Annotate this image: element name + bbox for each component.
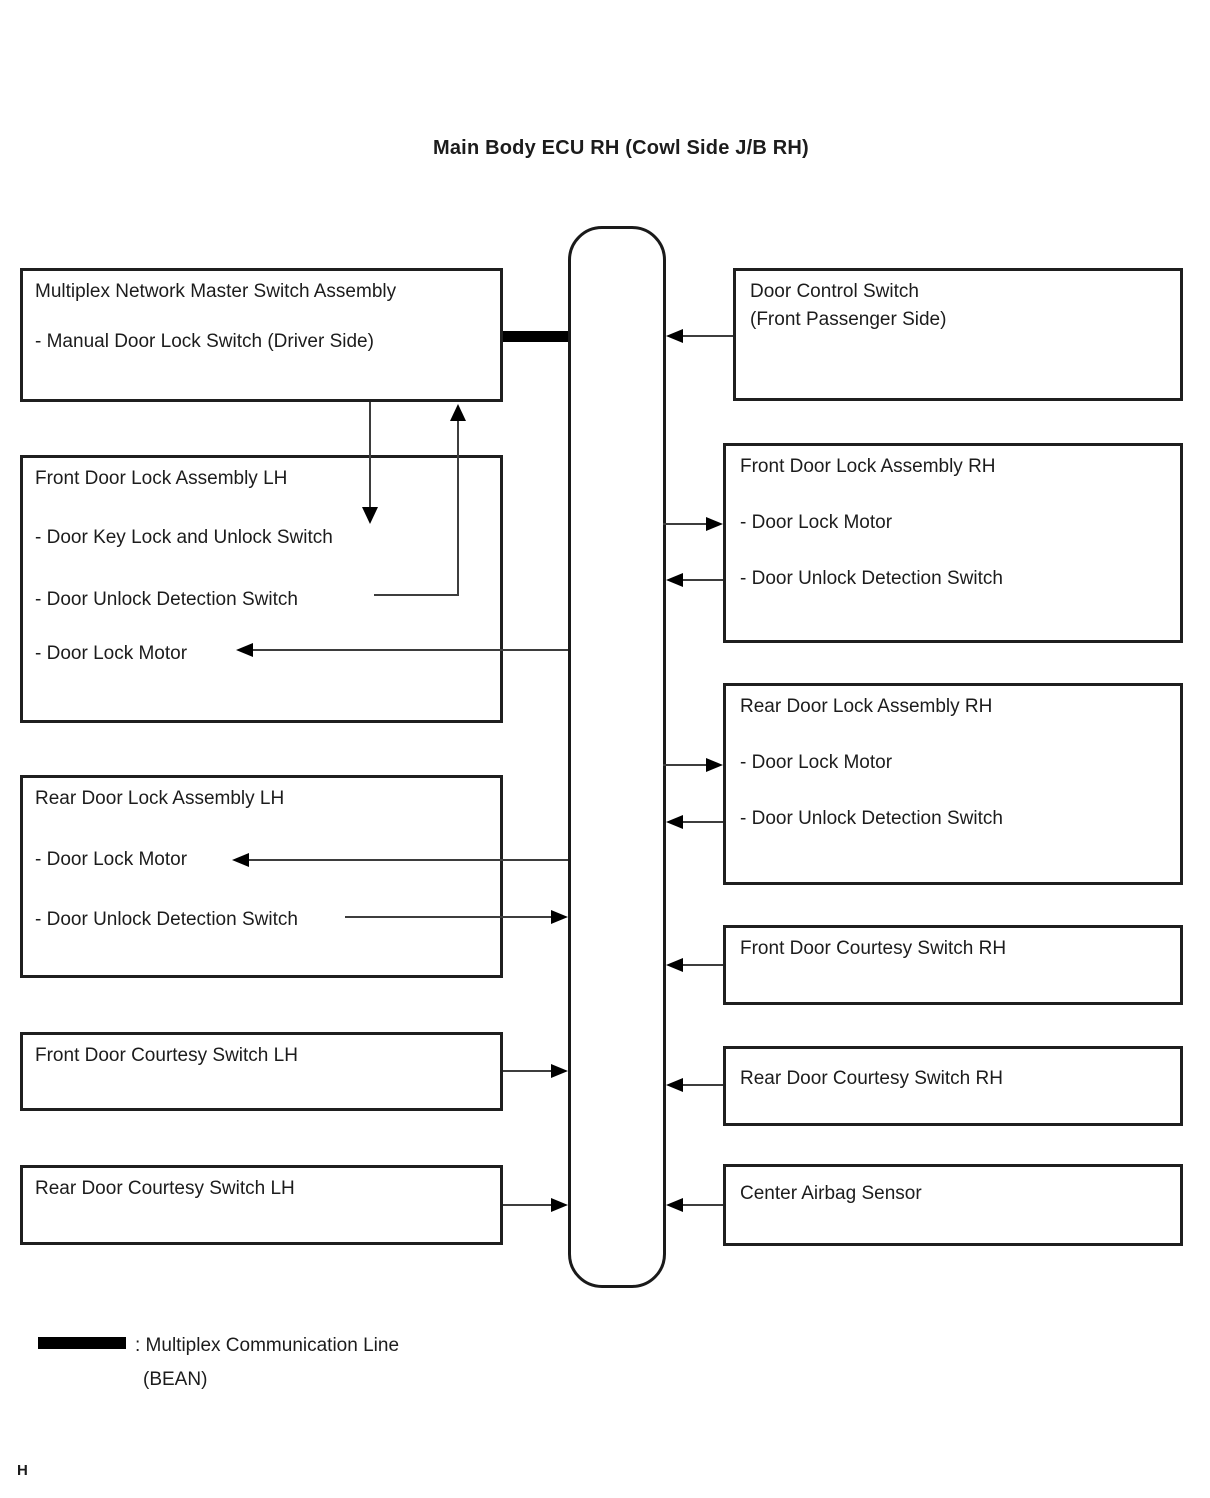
node-front-door-lock-assembly-lh: Front Door Lock Assembly LH - Door Key L… [20, 455, 503, 723]
node-title: Center Airbag Sensor [740, 1183, 922, 1204]
node-item: - Door Lock Motor [35, 643, 188, 664]
node-multiplex-network-master-switch-assembly: Multiplex Network Master Switch Assembly… [20, 268, 503, 402]
node-door-control-switch: Door Control Switch (Front Passenger Sid… [733, 268, 1183, 401]
node-title: Front Door Courtesy Switch LH [35, 1045, 298, 1066]
multiplex-bean-line [503, 331, 568, 342]
node-item: - Door Unlock Detection Switch [740, 568, 1003, 589]
arrowhead-right-icon [706, 517, 723, 531]
node-front-door-courtesy-switch-rh: Front Door Courtesy Switch RH [723, 925, 1183, 1005]
arrowhead-left-icon [232, 853, 249, 867]
node-item: - Door Lock Motor [35, 849, 188, 870]
node-rear-door-courtesy-switch-lh: Rear Door Courtesy Switch LH [20, 1165, 503, 1245]
arrowhead-left-icon [236, 643, 253, 657]
legend: : Multiplex Communication Line (BEAN) [135, 1329, 399, 1397]
connector-line [503, 1204, 552, 1206]
arrowhead-left-icon [666, 958, 683, 972]
arrowhead-left-icon [666, 815, 683, 829]
connector-line [682, 579, 723, 581]
node-title: Door Control Switch [750, 281, 919, 302]
connector-line [345, 916, 552, 918]
node-item: - Door Key Lock and Unlock Switch [35, 527, 333, 548]
node-title: Rear Door Lock Assembly LH [35, 788, 285, 809]
page-title: Main Body ECU RH (Cowl Side J/B RH) [433, 137, 809, 159]
connector-line [457, 409, 459, 596]
arrowhead-right-icon [551, 1198, 568, 1212]
node-item: - Door Lock Motor [740, 752, 893, 773]
node-subtitle: (Front Passenger Side) [750, 309, 947, 330]
connector-line [369, 402, 371, 508]
node-item: - Door Unlock Detection Switch [35, 589, 298, 610]
multiplex-line-swatch [38, 1337, 126, 1349]
arrowhead-down-icon [362, 507, 378, 524]
node-title: Multiplex Network Master Switch Assembly [35, 281, 397, 302]
arrowhead-left-icon [666, 573, 683, 587]
connector-line [682, 964, 723, 966]
connector-line [248, 859, 568, 861]
node-title: Front Door Lock Assembly LH [35, 468, 288, 489]
node-center-airbag-sensor: Center Airbag Sensor [723, 1164, 1183, 1246]
arrowhead-left-icon [666, 1198, 683, 1212]
connector-line [663, 764, 707, 766]
connector-line [682, 821, 723, 823]
main-body-ecu-node [568, 226, 666, 1288]
arrowhead-up-icon [450, 404, 466, 421]
connector-line [663, 523, 707, 525]
connector-line [682, 1204, 723, 1206]
node-item: - Door Lock Motor [740, 512, 893, 533]
node-front-door-lock-assembly-rh: Front Door Lock Assembly RH - Door Lock … [723, 443, 1183, 643]
node-title: Rear Door Courtesy Switch LH [35, 1178, 295, 1199]
connector-line [252, 649, 568, 651]
arrowhead-left-icon [666, 329, 683, 343]
legend-label-line2: (BEAN) [143, 1369, 208, 1390]
node-rear-door-courtesy-switch-rh: Rear Door Courtesy Switch RH [723, 1046, 1183, 1126]
node-item: - Door Unlock Detection Switch [35, 909, 298, 930]
arrowhead-right-icon [706, 758, 723, 772]
node-title: Front Door Lock Assembly RH [740, 456, 996, 477]
connector-line [503, 1070, 552, 1072]
node-rear-door-lock-assembly-rh: Rear Door Lock Assembly RH - Door Lock M… [723, 683, 1183, 885]
node-rear-door-lock-assembly-lh: Rear Door Lock Assembly LH - Door Lock M… [20, 775, 503, 978]
arrowhead-right-icon [551, 910, 568, 924]
node-front-door-courtesy-switch-lh: Front Door Courtesy Switch LH [20, 1032, 503, 1111]
node-item: - Door Unlock Detection Switch [740, 808, 1003, 829]
page-marker: H [17, 1462, 28, 1479]
connector-line [682, 1084, 723, 1086]
node-title: Front Door Courtesy Switch RH [740, 938, 1007, 959]
connector-line [682, 335, 733, 337]
node-item: - Manual Door Lock Switch (Driver Side) [35, 331, 374, 352]
arrowhead-right-icon [551, 1064, 568, 1078]
node-title: Rear Door Courtesy Switch RH [740, 1068, 1003, 1089]
connector-line [374, 594, 459, 596]
legend-label-line1: : Multiplex Communication Line [135, 1335, 400, 1356]
arrowhead-left-icon [666, 1078, 683, 1092]
node-title: Rear Door Lock Assembly RH [740, 696, 993, 717]
